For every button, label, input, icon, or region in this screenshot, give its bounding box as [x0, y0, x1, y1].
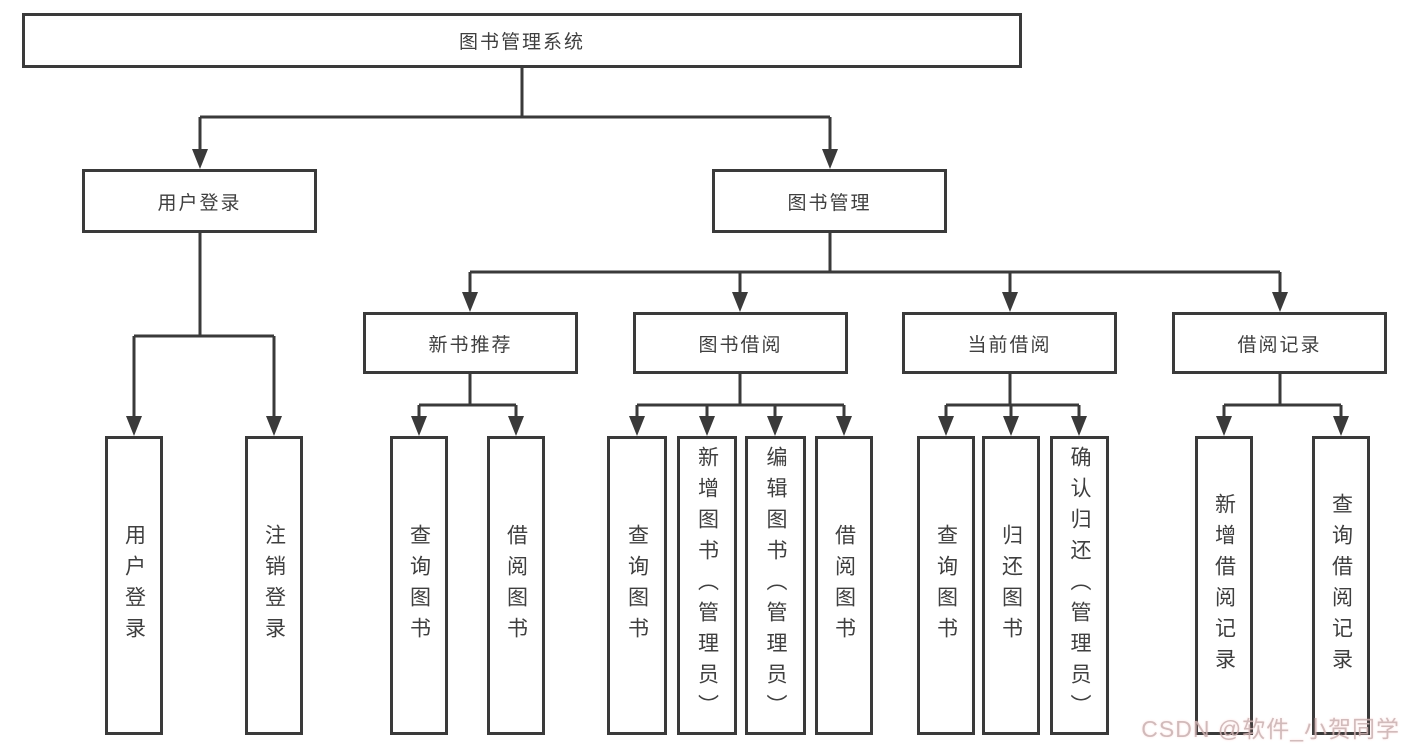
leaf-borrow-edit-admin-label: 编辑图书（管理员）	[764, 446, 787, 725]
node-root: 图书管理系统	[22, 13, 1022, 68]
csdn-watermark: CSDN @软件_小贺同学	[1141, 716, 1400, 742]
node-new-book-recommend: 新书推荐	[363, 312, 578, 374]
leaf-logout-label: 注销登录	[262, 523, 286, 648]
leaf-record-query: 查询借阅记录	[1312, 436, 1370, 735]
leaf-newbook-borrow: 借阅图书	[487, 436, 545, 735]
leaf-current-confirm-admin: 确认归还（管理员）	[1050, 436, 1109, 735]
leaf-logout: 注销登录	[245, 436, 303, 735]
leaf-current-return-label: 归还图书	[999, 523, 1023, 648]
leaf-borrow-query: 查询图书	[607, 436, 667, 735]
leaf-borrow-borrow: 借阅图书	[815, 436, 873, 735]
leaf-borrow-add-admin: 新增图书（管理员）	[677, 436, 737, 735]
leaf-record-query-label: 查询借阅记录	[1329, 492, 1353, 679]
leaf-newbook-query-label: 查询图书	[407, 523, 431, 648]
leaf-record-add-label: 新增借阅记录	[1212, 492, 1236, 679]
node-user-login: 用户登录	[82, 169, 317, 233]
leaf-current-query: 查询图书	[917, 436, 975, 735]
node-book-borrow: 图书借阅	[633, 312, 848, 374]
node-current-borrow: 当前借阅	[902, 312, 1117, 374]
node-borrow-record: 借阅记录	[1172, 312, 1387, 374]
leaf-user-login: 用户登录	[105, 436, 163, 735]
leaf-newbook-borrow-label: 借阅图书	[504, 523, 528, 648]
leaf-borrow-edit-admin: 编辑图书（管理员）	[745, 436, 806, 735]
leaf-borrow-query-label: 查询图书	[625, 523, 649, 648]
leaf-current-return: 归还图书	[982, 436, 1040, 735]
leaf-borrow-borrow-label: 借阅图书	[832, 523, 856, 648]
leaf-newbook-query: 查询图书	[390, 436, 448, 735]
leaf-current-confirm-admin-label: 确认归还（管理员）	[1068, 446, 1091, 725]
leaf-record-add: 新增借阅记录	[1195, 436, 1253, 735]
leaf-user-login-label: 用户登录	[122, 523, 146, 648]
node-book-management: 图书管理	[712, 169, 947, 233]
leaf-current-query-label: 查询图书	[934, 523, 958, 648]
leaf-borrow-add-admin-label: 新增图书（管理员）	[695, 446, 719, 725]
